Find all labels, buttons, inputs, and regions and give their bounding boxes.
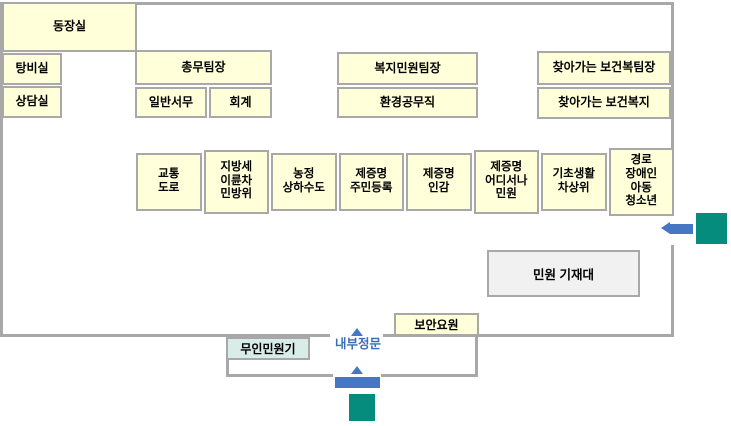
desk-certificate-anywhere-civil: 제증명 어디서나 민원 xyxy=(473,149,539,214)
room-label: 환경공무직 xyxy=(379,94,436,109)
right-entrance-door-bar xyxy=(670,224,693,234)
desk-general-admin: 일반서무 xyxy=(135,87,207,118)
room-label: 찾아가는 보건복지 xyxy=(558,95,650,110)
unmanned-civil-kiosk: 무인민원기 xyxy=(226,337,310,360)
main-entrance-marker xyxy=(349,394,375,421)
room-label: 동장실 xyxy=(52,19,87,34)
room-pantry: 탕비실 xyxy=(2,53,62,85)
room-label: 회계 xyxy=(229,94,252,109)
room-consultation: 상담실 xyxy=(2,86,62,118)
wall-top xyxy=(0,2,674,5)
wall-right-upper xyxy=(671,2,674,214)
desk-environment-worker: 환경공무직 xyxy=(337,87,478,118)
petition-writing-stand: 민원 기재대 xyxy=(487,250,640,297)
desk-local-tax-motorcycle-civil-defense: 지방세 이륜차 민방위 xyxy=(203,149,269,214)
vestibule-wall-right xyxy=(475,337,478,377)
inner-gate-arrow-up-icon xyxy=(351,328,363,336)
desk-general-affairs-chief: 총무팀장 xyxy=(135,50,272,85)
desk-basic-livelihood: 기초생활 차상위 xyxy=(541,152,607,211)
room-district-head-office: 동장실 xyxy=(2,2,137,52)
desk-certificate-seal: 제증명 인감 xyxy=(406,152,472,211)
room-label: 일반서무 xyxy=(148,94,194,109)
desk-welfare-civil-chief: 복지민원팀장 xyxy=(337,52,478,85)
right-entrance-marker xyxy=(696,213,727,244)
main-entrance-arrow-up-icon xyxy=(351,366,363,374)
vestibule-wall-bottom-right xyxy=(381,374,478,377)
desk-traffic-road: 교통 도로 xyxy=(136,152,202,211)
right-entrance-arrow-left-icon xyxy=(661,222,670,234)
desk-senior-disabled-child-youth: 경로 장애인 아동 청소년 xyxy=(608,147,674,216)
vestibule-wall-bottom-left xyxy=(226,374,333,377)
main-entrance-door-bar xyxy=(335,377,380,388)
wall-left xyxy=(0,2,3,337)
service-counter-row: 교통 도로 지방세 이륜차 민방위 농정 상하수도 제증명 주민등록 제증명 인… xyxy=(136,146,674,217)
desk-agriculture-waterworks: 농정 상하수도 xyxy=(271,152,337,211)
inner-gate-label: 내부정문 xyxy=(334,337,381,351)
desk-accounting: 회계 xyxy=(209,87,272,118)
desk-visiting-health-chief: 찾아가는 보건복팀장 xyxy=(537,51,671,85)
wall-bottom-right xyxy=(383,334,674,337)
kiosk-label: 무인민원기 xyxy=(240,342,296,356)
guard-label: 보안요원 xyxy=(414,318,459,332)
wall-right-lower xyxy=(671,245,674,337)
wall-bottom-left xyxy=(0,334,330,337)
desk-visiting-health-welfare: 찾아가는 보건복지 xyxy=(537,87,671,119)
desk-certificate-resident-registration: 제증명 주민등록 xyxy=(338,152,404,211)
room-label: 상담실 xyxy=(15,94,49,109)
room-label: 찾아가는 보건복팀장 xyxy=(552,60,656,75)
security-guard-post: 보안요원 xyxy=(394,313,479,336)
room-label: 총무팀장 xyxy=(181,59,226,74)
room-label: 탕비실 xyxy=(15,61,49,76)
room-label: 복지민원팀장 xyxy=(374,60,441,75)
stand-label: 민원 기재대 xyxy=(533,268,594,282)
